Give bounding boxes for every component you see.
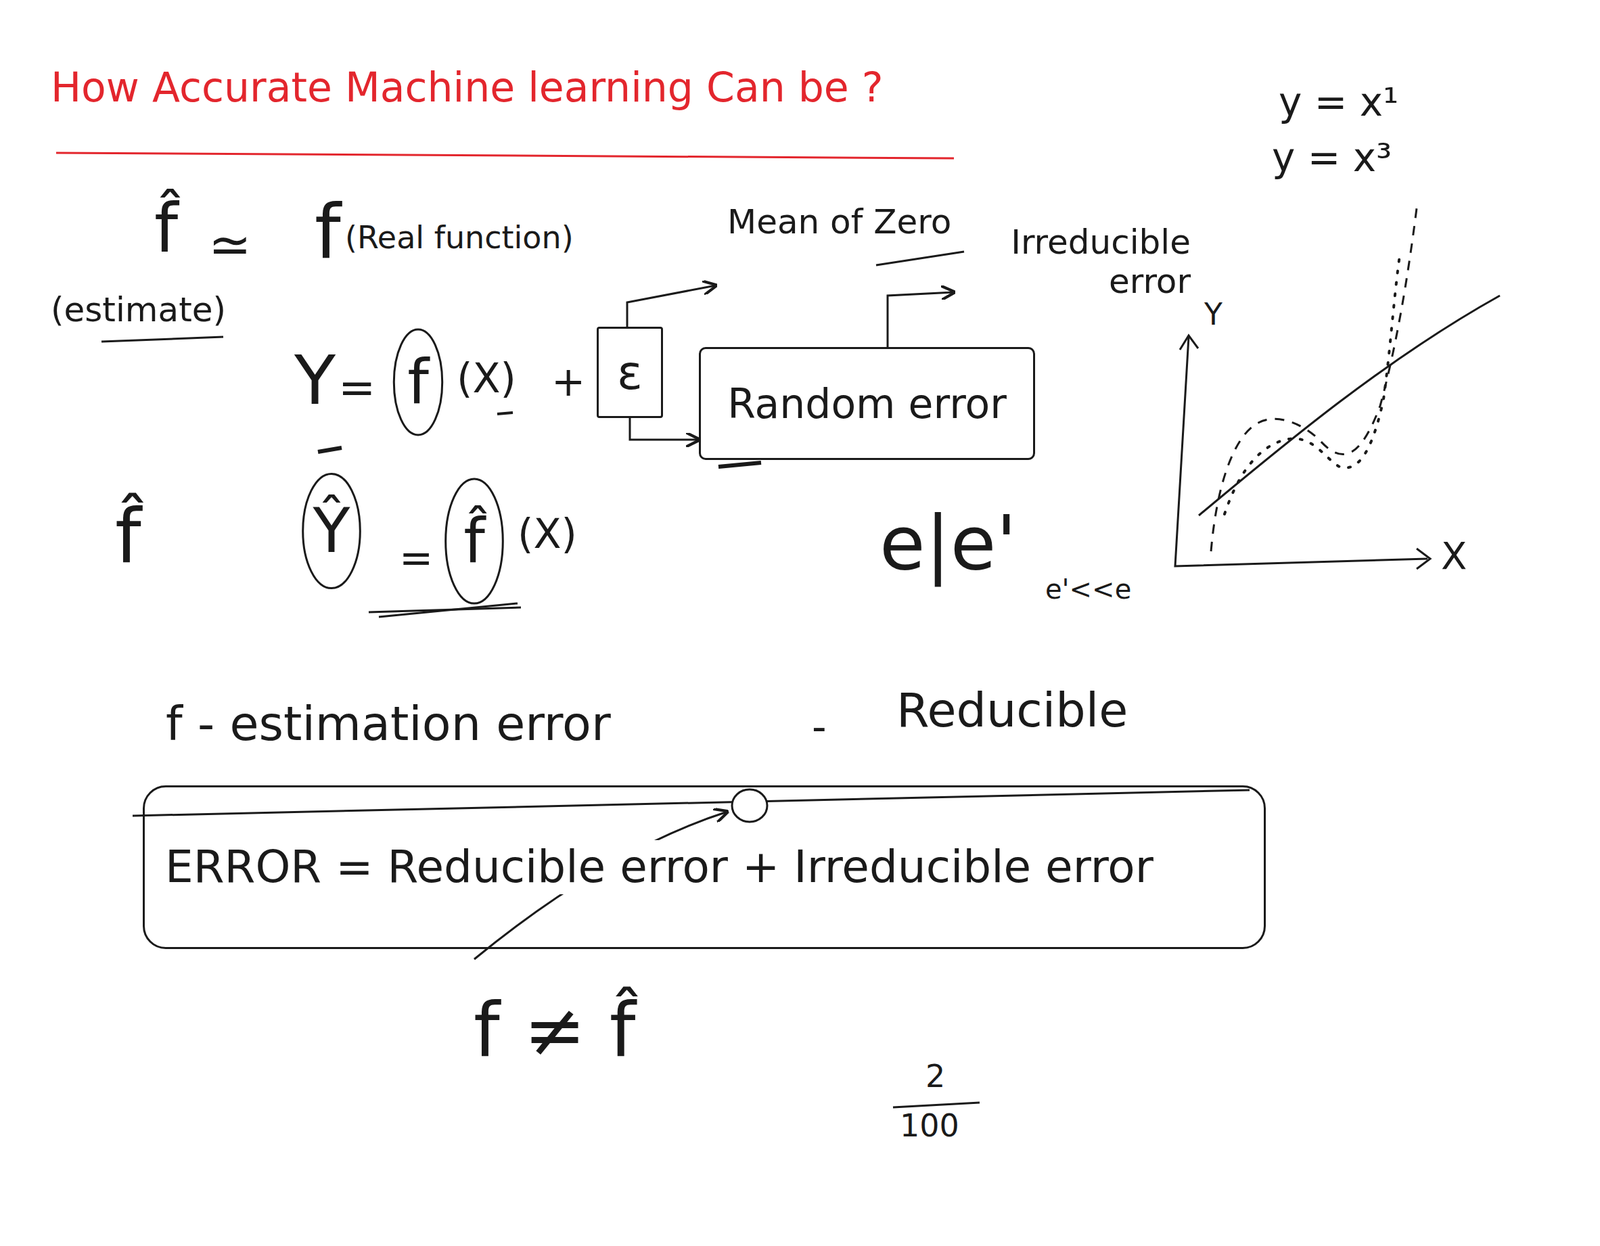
divider-line [132,790,1250,816]
circled-term: f [392,326,444,439]
note-label: f̂ [154,189,178,268]
underline [317,447,342,452]
node-text: Ŷ [313,494,351,568]
fraction-bar [893,1102,980,1108]
note-label: + [551,358,586,406]
note-label: = [399,534,433,582]
node-text: f̂ [463,504,486,578]
note-label: 100 [899,1108,960,1145]
note-label: y = x¹ [1278,79,1399,126]
underline [101,336,224,342]
note-label: = [338,361,376,414]
circled-term: f̂ [443,474,505,608]
fitted-line [1198,295,1500,516]
note-label: Reducible [896,683,1128,739]
axis-arrow [1179,335,1199,350]
ellipse-shape [393,329,442,436]
dashed-curve [1210,202,1418,552]
note-label: Y [294,341,336,420]
note-label: Irreducible error [960,223,1191,302]
circled-term: Ŷ [301,470,362,592]
note-label: f ≠ f̂ [473,987,636,1074]
note-label: ≃ [208,215,252,274]
note-label: f [314,189,341,276]
title: How Accurate Machine learning Can be ? [50,64,884,111]
underline [497,412,513,415]
note-label: (Real function) [345,219,574,256]
dotted-curve [1224,250,1401,515]
note-label: y = x³ [1271,135,1392,181]
leader-arrow [887,292,954,348]
note-label: f - estimation error [165,696,611,752]
note-label: (X) [517,510,578,558]
axis-arrow [1416,548,1431,569]
note-label: (estimate) [50,290,226,331]
node-text: f [407,345,429,419]
underline [718,462,762,467]
underline [378,603,518,617]
note-label: e'<<e [1045,573,1132,605]
text-box: Random error [698,347,1036,461]
note-label: - [811,703,827,751]
leader-arrow [627,285,716,327]
note-label: Mean of Zero [727,202,952,243]
ellipse-shape [303,473,361,588]
ellipse-shape [445,478,504,604]
node-text: ε [616,344,643,402]
underline [876,251,965,266]
note-label: (X) [456,355,517,402]
node-text: Random error [727,379,1007,429]
text-box: ε [596,326,664,419]
note-label: Y [1204,297,1223,333]
node-text: ERROR = Reducible error + Irreducible er… [165,840,1154,894]
text-box: ERROR = Reducible error + Irreducible er… [142,785,1266,950]
title-underline [56,152,954,159]
connector [629,418,699,440]
note-label: 2 [925,1058,946,1095]
small-circle [732,789,768,822]
note-label: X [1441,534,1467,578]
note-label: f̂ [115,493,142,580]
note-label: e|e' [879,500,1017,587]
